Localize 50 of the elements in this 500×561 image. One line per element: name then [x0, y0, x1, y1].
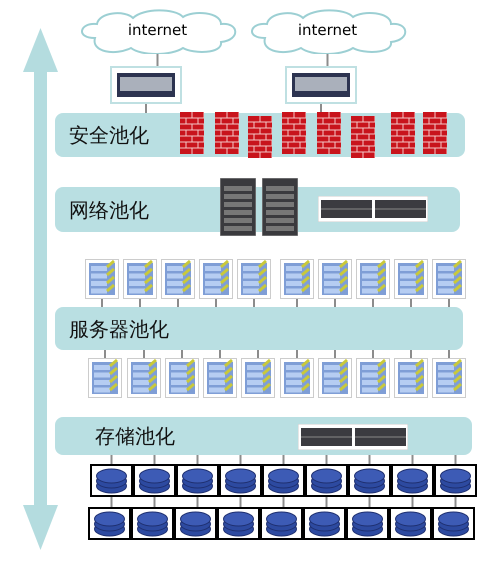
cloud-label: internet [126, 21, 188, 39]
connector-line [257, 350, 259, 358]
connector-line [412, 455, 414, 464]
connector-line [143, 350, 145, 358]
pool-label: 服务器池化 [69, 318, 169, 338]
connector-line [320, 104, 322, 113]
connector-line [101, 299, 103, 307]
connector-line [253, 299, 255, 307]
pool-label: 存储池化 [95, 426, 175, 446]
connector-line [196, 455, 198, 464]
connector-line [219, 350, 221, 358]
connector-line [240, 455, 242, 464]
connector-line [454, 497, 456, 507]
connector-line [372, 350, 374, 358]
connector-line [296, 299, 298, 307]
pool-label: 安全池化 [69, 125, 149, 145]
connector-line [368, 455, 370, 464]
connector-line [326, 497, 328, 507]
pool-band [55, 417, 472, 455]
connector-line [156, 54, 158, 66]
connector-line [177, 299, 179, 307]
connector-line [448, 299, 450, 307]
connector-line [154, 455, 156, 464]
connector-line [448, 350, 450, 358]
connector-line [412, 497, 414, 507]
pool-band [55, 307, 463, 350]
connector-line [145, 104, 147, 113]
connector-line [282, 455, 284, 464]
connector-line [410, 299, 412, 307]
connector-line [334, 350, 336, 358]
connector-line [334, 299, 336, 307]
connector-line [154, 497, 156, 507]
connector-line [110, 497, 112, 507]
connector-line [196, 497, 198, 507]
connector-line [215, 299, 217, 307]
connector-line [326, 455, 328, 464]
connector-line [181, 350, 183, 358]
connector-line [110, 455, 112, 464]
pool-label: 网络池化 [69, 200, 149, 220]
connector-line [372, 299, 374, 307]
connector-line [139, 299, 141, 307]
connector-line [282, 497, 284, 507]
cloud-label: internet [296, 21, 358, 39]
connector-line [410, 350, 412, 358]
connector-line [240, 497, 242, 507]
connector-line [368, 497, 370, 507]
connector-line [104, 350, 106, 358]
connector-line [296, 350, 298, 358]
connector-line [454, 455, 456, 464]
connector-line [326, 54, 328, 66]
